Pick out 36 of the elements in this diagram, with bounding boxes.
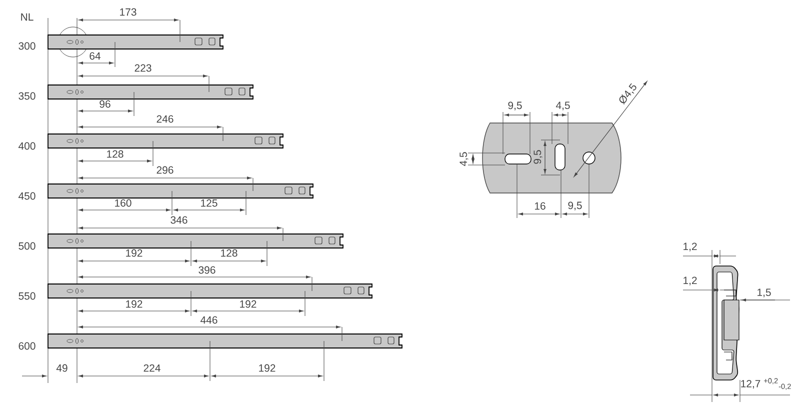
- size-label: 350: [18, 92, 36, 100]
- size-label: 600: [18, 342, 36, 350]
- dimension-label: 9,5: [568, 202, 582, 210]
- dimension-label: 4,5: [556, 102, 570, 110]
- dimension-label: 173: [120, 8, 136, 16]
- dimension-label: 9,5: [534, 150, 542, 164]
- size-label: 450: [18, 192, 36, 200]
- dimension-label: 223: [134, 64, 152, 72]
- dimension-label: 96: [100, 100, 110, 108]
- size-label: 300: [18, 42, 36, 50]
- size-label: 400: [18, 142, 36, 150]
- dimension-label: 192: [240, 300, 256, 308]
- dimension-label: 446: [200, 316, 218, 324]
- dimension-label: 192: [126, 300, 142, 308]
- size-label: 550: [18, 292, 36, 300]
- dimension-label: 49: [56, 364, 68, 372]
- dimension-label: 16: [534, 202, 546, 210]
- dimension-label: 246: [156, 115, 174, 123]
- size-label: NL: [21, 13, 34, 21]
- dimension-label: 192: [259, 364, 276, 372]
- dimension-label: 64: [90, 52, 100, 60]
- dimension-label: 1,2: [684, 276, 697, 286]
- dimension-label: 9,5: [508, 102, 522, 110]
- dimension-label: 128: [221, 249, 238, 257]
- dimension-label: 396: [198, 266, 216, 274]
- dimension-label: 1,2: [684, 242, 697, 252]
- dimension-label: 4,5: [460, 152, 468, 166]
- dimension-label: 128: [107, 150, 124, 158]
- dimension-label: 296: [156, 166, 174, 174]
- dimension-label: 160: [115, 199, 132, 207]
- dimension-label: 125: [201, 199, 218, 207]
- dimension-label: 1,5: [758, 288, 771, 298]
- dimension-label: 224: [144, 364, 160, 372]
- dimension-label: 346: [170, 216, 188, 224]
- dimension-label: 192: [126, 249, 142, 257]
- size-label: 500: [18, 242, 36, 250]
